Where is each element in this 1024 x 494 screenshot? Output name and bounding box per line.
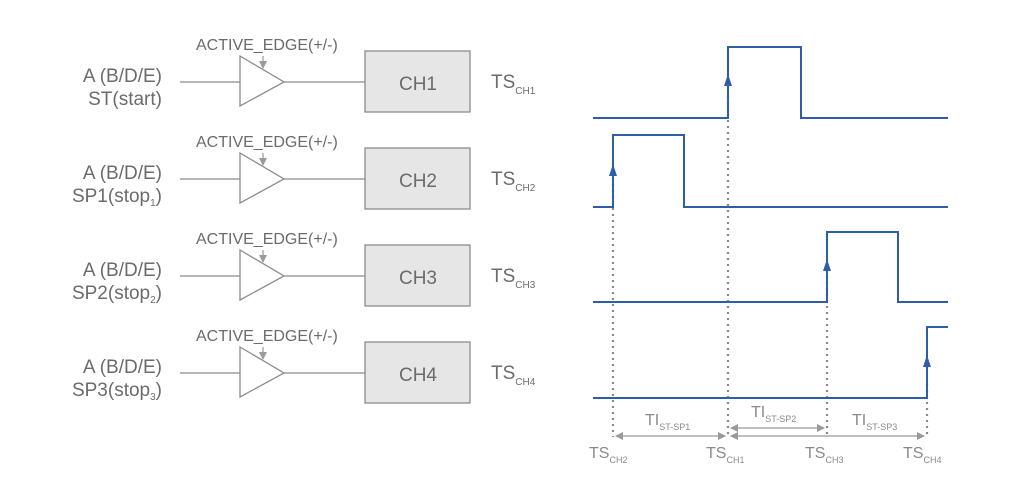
waveforms — [593, 46, 948, 399]
waveform-ch3 — [593, 231, 948, 303]
rising-edge-arrow-icon — [923, 355, 931, 367]
timestamp-label: TSCH2 — [491, 169, 536, 194]
input-label-line1: A (B/D/E) — [83, 357, 162, 378]
active-edge-label: ACTIVE_EDGE(+/-) — [196, 134, 338, 151]
channel-box — [364, 147, 471, 210]
bottom-ts-label-ch1: TSCH1 — [706, 445, 744, 465]
input-label-line1: A (B/D/E) — [83, 260, 162, 281]
input-label-line2: SP1(stop1) — [72, 186, 162, 209]
channel-block-2: A (B/D/E) SP1(stop1) ACTIVE_EDGE(+/-) CH… — [72, 134, 536, 210]
buffer-triangle-icon — [239, 54, 286, 108]
channel-block-1: A (B/D/E) ST(start) ACTIVE_EDGE(+/-) CH1… — [83, 37, 536, 113]
channel-box-label: CH2 — [399, 171, 437, 192]
input-label-line1: A (B/D/E) — [83, 66, 162, 87]
timestamp-label: TSCH3 — [491, 266, 536, 291]
reference-dotted-lines — [611, 84, 929, 437]
rising-edge-arrow-icon — [823, 259, 831, 271]
waveform-ch2 — [593, 134, 948, 208]
interval-label-st-sp2: TIST-SP2 — [751, 404, 796, 424]
bottom-ts-label-ch4: TSCH4 — [903, 445, 941, 465]
active-edge-label: ACTIVE_EDGE(+/-) — [196, 328, 338, 345]
channel-box-label: CH4 — [399, 365, 437, 386]
channel-box — [364, 50, 471, 113]
rising-edge-arrow-icon — [724, 74, 732, 86]
bottom-ts-label-ch2: TSCH2 — [589, 445, 627, 465]
edge-markers — [609, 74, 931, 367]
rising-edge-arrow-icon — [609, 164, 617, 176]
input-label-line2: SP3(stop3) — [72, 380, 162, 403]
input-label-line2: ST(start) — [88, 89, 162, 110]
channel-box-label: CH3 — [399, 268, 437, 289]
channel-box — [364, 244, 471, 307]
waveform-ch4 — [593, 326, 948, 399]
active-edge-label: ACTIVE_EDGE(+/-) — [196, 231, 338, 248]
timestamp-label: TSCH1 — [491, 72, 536, 97]
active-edge-label: ACTIVE_EDGE(+/-) — [196, 37, 338, 54]
buffer-triangle-icon — [239, 248, 286, 302]
input-label-line2: SP2(stop2) — [72, 283, 162, 306]
channel-box — [364, 341, 471, 404]
waveform-ch1 — [593, 46, 948, 119]
channel-block-4: A (B/D/E) SP3(stop3) ACTIVE_EDGE(+/-) CH… — [72, 328, 536, 404]
timestamp-label: TSCH4 — [491, 363, 536, 388]
buffer-triangle-icon — [239, 345, 286, 399]
input-label-line1: A (B/D/E) — [83, 163, 162, 184]
channel-block-3: A (B/D/E) SP2(stop2) ACTIVE_EDGE(+/-) CH… — [72, 231, 536, 307]
bottom-ts-label-ch3: TSCH3 — [805, 445, 843, 465]
interval-label-st-sp1: TIST-SP1 — [645, 412, 690, 432]
channel-box-label: CH1 — [399, 74, 437, 95]
interval-label-st-sp3: TIST-SP3 — [852, 412, 897, 432]
buffer-triangle-icon — [239, 151, 286, 205]
interval-arrows — [615, 424, 925, 440]
